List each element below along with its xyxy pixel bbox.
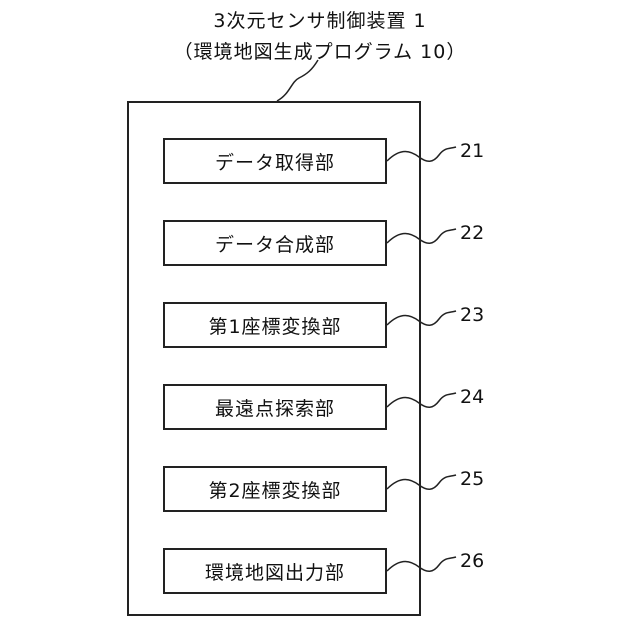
module-data-acquisition: データ取得部 [163,138,387,184]
module-label: 第1座標変換部 [208,312,341,339]
module-label: 第2座標変換部 [208,476,341,503]
reference-number: 24 [460,386,484,408]
module-label: 環境地図出力部 [205,558,345,585]
module-data-synthesis: データ合成部 [163,220,387,266]
module-label: データ合成部 [215,230,335,257]
module-label: データ取得部 [215,148,335,175]
device-leader-line [277,60,318,101]
reference-number: 26 [460,550,484,572]
reference-number: 21 [460,140,484,162]
module-farthest-point-search: 最遠点探索部 [163,384,387,430]
reference-number: 22 [460,222,484,244]
module-first-coordinate-transform: 第1座標変換部 [163,302,387,348]
module-environment-map-output: 環境地図出力部 [163,548,387,594]
module-second-coordinate-transform: 第2座標変換部 [163,466,387,512]
module-label: 最遠点探索部 [215,394,335,421]
reference-number: 25 [460,468,484,490]
reference-number: 23 [460,304,484,326]
